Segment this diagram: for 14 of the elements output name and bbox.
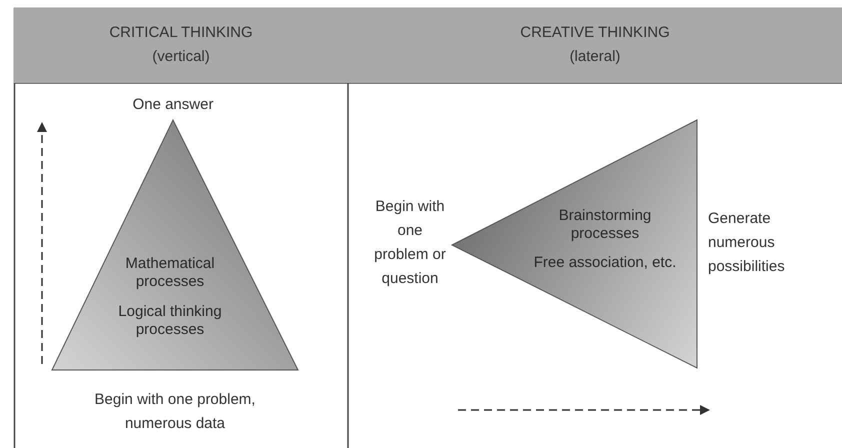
process-label: Mathematical processes [124, 255, 216, 291]
process-label: Logical thinking processes [117, 303, 223, 339]
process-label: Free association, etc. [532, 254, 678, 272]
header-title: CREATIVE THINKING [519, 24, 671, 42]
column-header [14, 8, 348, 83]
header-subtitle: (lateral) [568, 48, 622, 66]
header-title: CRITICAL THINKING [108, 24, 254, 42]
header-subtitle: (vertical) [151, 48, 211, 66]
column-header [348, 8, 842, 83]
caption-text: Begin with one problem, numerous data [94, 390, 256, 434]
caption-text: Begin with one problem or question [373, 197, 447, 289]
caption-text: Generate numerous possibilities [708, 209, 786, 277]
caption-text: One answer [132, 95, 214, 115]
process-label: Brainstorming processes [558, 207, 652, 243]
